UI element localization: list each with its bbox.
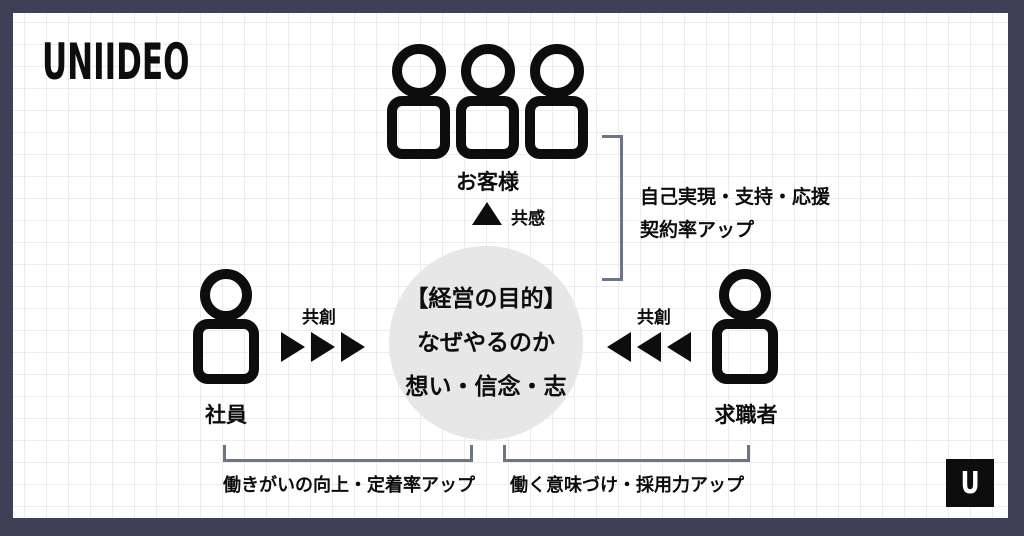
employees-outcome-text: 働きがいの向上・定着率アップ xyxy=(223,475,475,496)
arrow-left-icon xyxy=(607,332,631,362)
customers-outcome-text: 自己実現・支持・応援 契約率アップ xyxy=(640,181,830,247)
person-body xyxy=(712,319,778,384)
person-body xyxy=(193,319,259,384)
jobseekers-label: 求職者 xyxy=(714,403,778,427)
person-body xyxy=(525,96,588,159)
customer-person-icon xyxy=(456,44,519,159)
person-body xyxy=(387,96,450,159)
person-head xyxy=(460,44,515,98)
employees-label: 社員 xyxy=(205,403,247,427)
arrow-right-icon xyxy=(311,332,335,362)
management-purpose-circle: 【経営の目的】 なぜやるのか 想い・信念・志 xyxy=(389,246,583,440)
arrow-right-icon xyxy=(341,332,365,362)
jobseekers-outcome-text: 働く意味づけ・採用力アップ xyxy=(510,475,744,496)
person-head xyxy=(719,269,771,321)
person-body xyxy=(456,96,519,159)
employee-person-icon xyxy=(193,269,259,384)
customers-outcome-bracket xyxy=(602,135,623,281)
arrow-left-icon xyxy=(637,332,661,362)
core-line1: 【経営の目的】 xyxy=(405,286,567,312)
customer-person-icon xyxy=(525,44,588,159)
employees-outcome-bracket xyxy=(223,445,473,462)
brand-logo: UNIIDEO xyxy=(42,33,190,91)
cocreation-left-label: 共創 xyxy=(302,308,336,328)
brand-badge: U xyxy=(946,459,994,507)
customers-outcome-line1: 自己実現・支持・応援 xyxy=(640,186,831,208)
arrow-left-icon xyxy=(667,332,691,362)
core-line3: 想い・信念・志 xyxy=(405,374,567,400)
jobseekers-outcome-bracket xyxy=(503,445,750,462)
person-head xyxy=(529,44,584,98)
cocreation-arrows-right-icon xyxy=(281,332,365,362)
empathy-arrow-up-icon xyxy=(472,202,502,225)
customers-label: お客様 xyxy=(456,170,519,194)
customers-group-icon xyxy=(387,44,588,159)
brand-badge-letter: U xyxy=(960,465,980,501)
jobseeker-person-icon xyxy=(712,269,778,384)
core-line2: なぜやるのか xyxy=(417,330,555,356)
cocreation-right-label: 共創 xyxy=(637,308,671,328)
customer-person-icon xyxy=(387,44,450,159)
person-head xyxy=(200,269,252,321)
person-head xyxy=(391,44,446,98)
arrow-right-icon xyxy=(281,332,305,362)
cocreation-arrows-left-icon xyxy=(607,332,691,362)
customers-outcome-line2: 契約率アップ xyxy=(640,219,755,241)
empathy-label: 共感 xyxy=(511,209,545,229)
